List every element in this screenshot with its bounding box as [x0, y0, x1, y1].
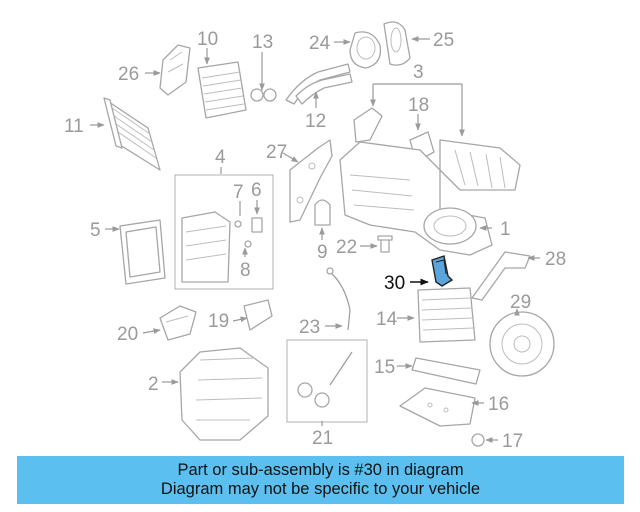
- part-19-bracket-drawing: [243, 299, 273, 331]
- callout-28: 28: [545, 249, 566, 270]
- part-27-bracket-drawing: [289, 139, 333, 223]
- part-26-bracket-drawing: [159, 44, 191, 96]
- part-3-group-drawing: [353, 107, 521, 191]
- callout-15: 15: [374, 357, 395, 378]
- callout-4: 4: [215, 147, 226, 168]
- part-15-panel-drawing: [411, 357, 481, 385]
- callout-22: 22: [336, 237, 357, 258]
- callout-18: 18: [408, 95, 429, 116]
- part-24-seal-drawing: [349, 31, 382, 69]
- callout-labels: 1 2 3 4 5 6 7 8 9 10 11 12 13 14 15 16 1…: [64, 29, 566, 452]
- part-25-seal-drawing: [383, 21, 411, 66]
- callout-20: 20: [117, 324, 138, 345]
- callout-14: 14: [376, 309, 398, 330]
- callout-23: 23: [299, 317, 320, 338]
- part-2-housing-drawing: [179, 347, 269, 441]
- callout-10: 10: [197, 29, 218, 50]
- banner-line-1: Part or sub-assembly is #30 in diagram: [177, 461, 464, 479]
- callout-11: 11: [64, 116, 84, 137]
- callout-7: 7: [233, 182, 244, 203]
- part-12-pipes-drawing: [285, 63, 353, 105]
- callout-27: 27: [266, 142, 287, 163]
- part-14-housing-drawing: [417, 287, 476, 343]
- callout-8: 8: [240, 260, 251, 281]
- callout-2: 2: [148, 374, 159, 395]
- callout-17: 17: [502, 431, 523, 452]
- caption-banner: Part or sub-assembly is #30 in diagram D…: [17, 456, 624, 504]
- part-22-bolt-drawing: [377, 235, 393, 253]
- part-17-screw-drawing: [471, 433, 485, 447]
- part-4-group-drawing: [174, 174, 274, 290]
- callout-29: 29: [510, 292, 531, 313]
- part-9-grommet-drawing: [314, 199, 331, 226]
- callout-12: 12: [305, 111, 326, 132]
- part-30-sensor-drawing: [431, 255, 454, 287]
- callout-26: 26: [118, 64, 139, 85]
- callout-30: 30: [384, 273, 405, 294]
- part-23-hose-drawing: [326, 267, 351, 331]
- callout-24: 24: [309, 33, 331, 54]
- leader-lines: [90, 36, 540, 443]
- parts-diagram: 1 2 3 4 5 6 7 8 9 10 11 12 13 14 15 16 1…: [64, 21, 566, 452]
- callout-25: 25: [433, 30, 454, 51]
- callout-9: 9: [317, 242, 328, 263]
- callout-13: 13: [252, 32, 273, 53]
- callout-3: 3: [413, 62, 424, 83]
- part-16-cover-drawing: [399, 387, 476, 427]
- callout-5: 5: [90, 220, 101, 241]
- part-29-blower-drawing: [489, 311, 555, 377]
- callout-21: 21: [312, 428, 333, 449]
- callout-6: 6: [251, 180, 262, 201]
- part-21-group-drawing: [286, 339, 368, 423]
- part-11-heater-core-drawing: [103, 97, 161, 171]
- part-28-bracket-drawing: [471, 251, 531, 301]
- callout-19: 19: [208, 311, 229, 332]
- part-10-evaporator-drawing: [197, 61, 247, 119]
- part-1-housing-drawing: [339, 141, 493, 256]
- banner-line-2: Diagram may not be specific to your vehi…: [160, 480, 481, 498]
- callout-16: 16: [488, 394, 509, 415]
- part-5-filter-drawing: [119, 219, 166, 285]
- callout-1: 1: [500, 219, 511, 240]
- part-20-actuator-drawing: [159, 305, 197, 341]
- part-13-valve-drawing: [250, 88, 277, 102]
